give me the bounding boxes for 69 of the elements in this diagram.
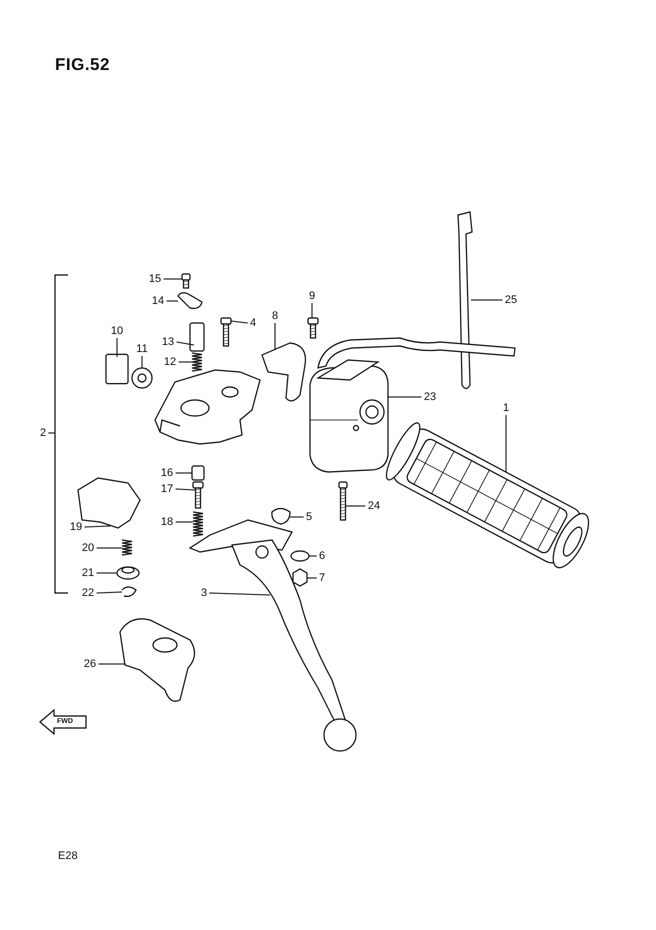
leader-line bbox=[96, 592, 122, 594]
callout-number: 7 bbox=[318, 572, 326, 584]
callout-number: 17 bbox=[160, 483, 174, 495]
bolt bbox=[307, 317, 319, 339]
callout-number: 26 bbox=[84, 658, 96, 670]
nut bbox=[292, 568, 308, 587]
callout-number: 18 bbox=[160, 516, 174, 528]
leader-line bbox=[290, 516, 304, 518]
switch-housing bbox=[309, 359, 389, 473]
callout-number: 10 bbox=[110, 325, 124, 337]
callout-number: 24 bbox=[368, 500, 380, 512]
figure-title: FIG.52 bbox=[55, 55, 110, 75]
leader-line bbox=[166, 300, 178, 302]
clutch-lever bbox=[188, 519, 357, 752]
washer bbox=[271, 508, 291, 525]
leader-line bbox=[274, 322, 276, 350]
callout-number: 1 bbox=[502, 402, 510, 414]
handlebar-grip bbox=[386, 422, 590, 568]
leader-line bbox=[175, 472, 192, 474]
callout-number: 5 bbox=[306, 511, 312, 523]
leader-line bbox=[48, 432, 56, 434]
callout-number: 3 bbox=[200, 587, 208, 599]
bolt bbox=[220, 317, 232, 347]
spring bbox=[192, 511, 204, 537]
bolt bbox=[192, 481, 204, 509]
e-clip bbox=[122, 586, 137, 597]
callout-number: 12 bbox=[164, 356, 176, 368]
cable-tie bbox=[457, 211, 473, 390]
leader-line bbox=[388, 396, 422, 398]
screw bbox=[181, 273, 191, 289]
callout-number: 21 bbox=[82, 567, 94, 579]
model-code: E28 bbox=[58, 850, 78, 862]
leader-line bbox=[230, 320, 248, 324]
group-bracket bbox=[54, 274, 68, 594]
lever-boot bbox=[119, 618, 196, 702]
callout-number: 13 bbox=[162, 336, 174, 348]
bolt bbox=[338, 481, 348, 521]
leader-line bbox=[176, 342, 194, 346]
callout-number: 8 bbox=[272, 310, 278, 322]
spring bbox=[191, 352, 203, 372]
lever-holder bbox=[154, 369, 261, 445]
callout-number: 4 bbox=[250, 317, 256, 329]
clip-plate bbox=[177, 292, 203, 309]
adjuster bbox=[105, 354, 129, 384]
leader-line bbox=[208, 592, 270, 596]
callout-number: 15 bbox=[148, 273, 162, 285]
callout-number: 9 bbox=[308, 290, 316, 302]
callout-number: 14 bbox=[152, 295, 164, 307]
callout-number: 11 bbox=[136, 343, 148, 355]
callout-number: 16 bbox=[160, 467, 174, 479]
callout-number: 6 bbox=[318, 550, 326, 562]
leader-line bbox=[163, 278, 182, 280]
leader-line bbox=[84, 526, 110, 528]
pin bbox=[191, 465, 205, 481]
callout-number: 23 bbox=[424, 391, 436, 403]
callout-number: 2 bbox=[40, 427, 46, 439]
lock-nut bbox=[131, 367, 153, 389]
callout-number: 22 bbox=[82, 587, 94, 599]
callout-number: 25 bbox=[504, 294, 518, 306]
callout-number: 19 bbox=[70, 521, 82, 533]
washer bbox=[290, 550, 310, 562]
callout-number: 20 bbox=[82, 542, 94, 554]
retainer bbox=[116, 566, 140, 580]
leader-line bbox=[116, 338, 118, 358]
clamp bbox=[261, 342, 306, 402]
leader-line bbox=[96, 572, 118, 574]
spring bbox=[121, 539, 133, 556]
leader-line bbox=[175, 488, 196, 490]
pivot-pin bbox=[189, 322, 205, 352]
